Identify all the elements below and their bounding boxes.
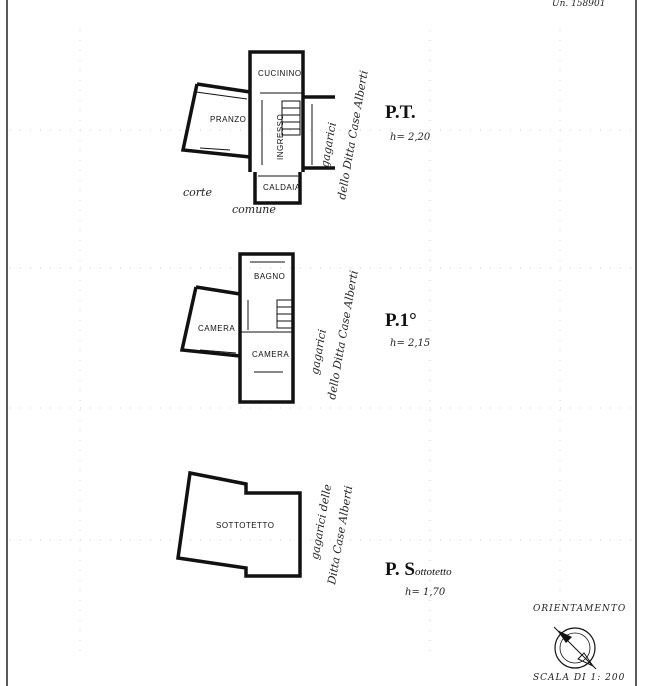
stair-symbol xyxy=(281,100,301,136)
floor-label: P. Sottotetto xyxy=(385,559,452,580)
plan-ground-floor: CUCININO PRANZO INGRESSO CALDAIA gagaric… xyxy=(180,50,431,216)
room-label: CUCININO xyxy=(258,69,302,78)
room-label: BAGNO xyxy=(254,272,285,281)
floor-label: P.T. xyxy=(385,102,416,123)
stair-symbol xyxy=(276,299,294,329)
plan-attic: SOTTOTETTO gagarici delle Ditta Case Alb… xyxy=(176,470,452,598)
side-note: comune xyxy=(232,203,276,216)
room-label: CALDAIA xyxy=(263,183,301,192)
side-note: corte xyxy=(183,186,212,199)
floor-height: h= 1,70 xyxy=(405,587,446,598)
orientation-block: ORIENTAMENTO SCALA DI 1: 200 xyxy=(533,604,626,683)
side-note: gagarici xyxy=(318,121,339,168)
room-label: SOTTOTETTO xyxy=(216,521,274,530)
room-label: CAMERA xyxy=(198,324,235,333)
floor-label-rest: ottotetto xyxy=(415,566,452,578)
floor-height: h= 2,15 xyxy=(390,338,430,349)
orientation-label: ORIENTAMENTO xyxy=(533,604,626,614)
room-label: INGRESSO xyxy=(276,114,285,160)
corner-text: Un. 158901 xyxy=(552,0,605,9)
side-note: gagarici xyxy=(308,328,329,375)
compass-icon xyxy=(553,626,597,670)
floor-label-main: P. S xyxy=(385,559,415,580)
scale-label: SCALA DI 1: 200 xyxy=(533,673,625,683)
side-note: dello Ditta Case Alberti xyxy=(325,269,361,400)
floor-label: P.1° xyxy=(385,310,417,331)
plan-first-floor: BAGNO CAMERA CAMERA gagarici dello Ditta… xyxy=(179,252,430,404)
room-label: PRANZO xyxy=(210,115,246,124)
room-label: CAMERA xyxy=(252,350,289,359)
side-note: dello Ditta Case Alberti xyxy=(335,69,371,200)
floor-height: h= 2,20 xyxy=(390,132,431,143)
